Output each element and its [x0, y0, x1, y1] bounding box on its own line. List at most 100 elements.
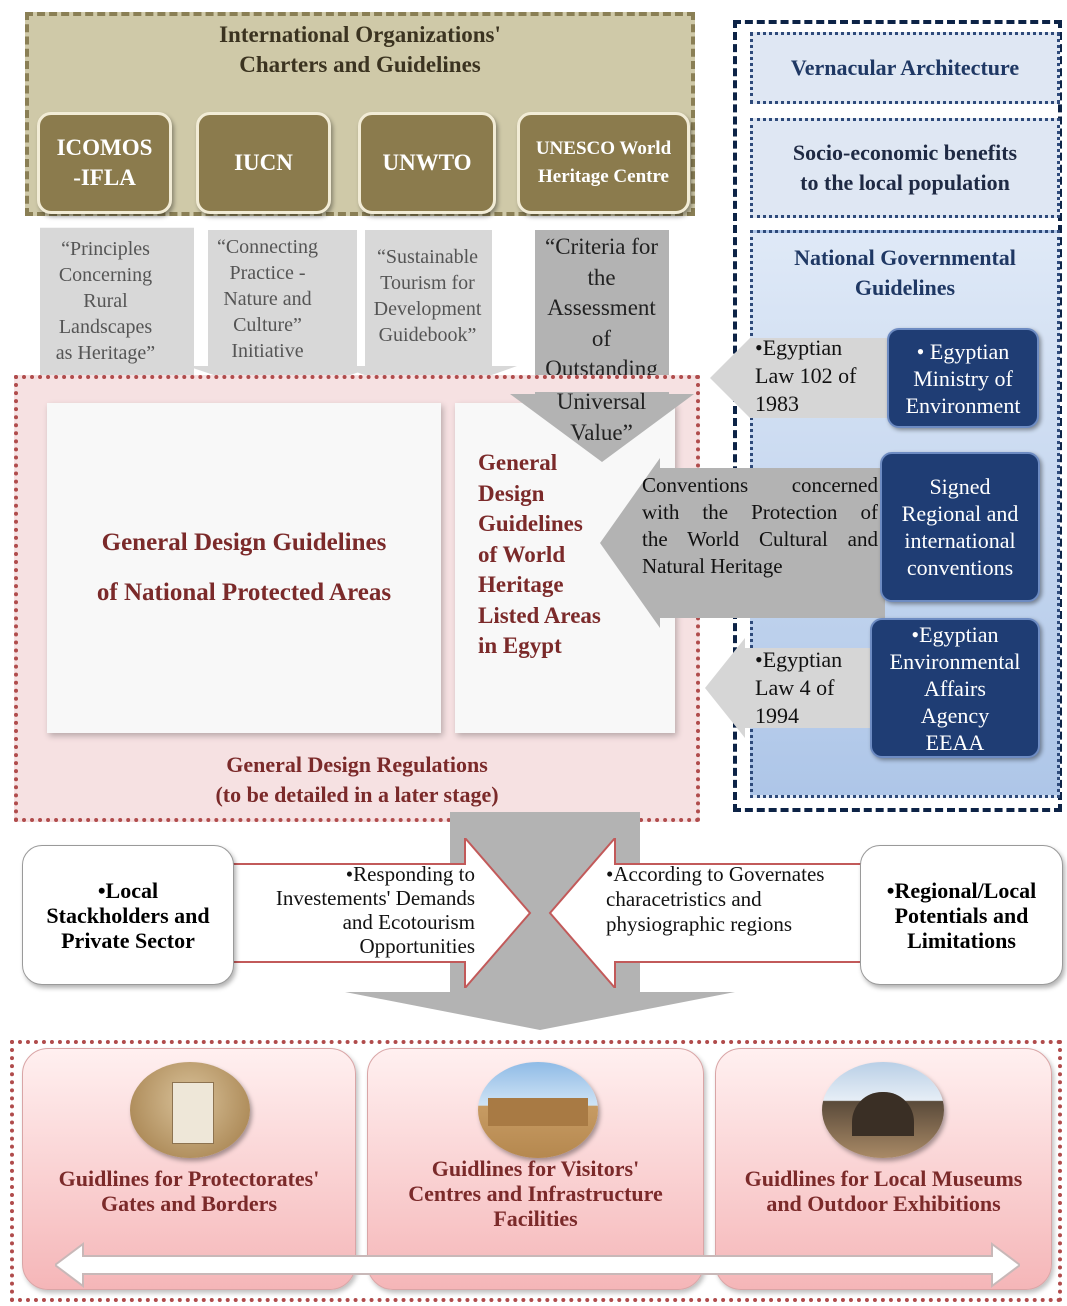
criteria-arrow-tip: [510, 392, 694, 462]
socio-economic-box: Socio-economic benefits to the local pop…: [750, 118, 1060, 218]
org-label: -IFLA: [73, 165, 136, 190]
stakeholders-line: •Local: [97, 877, 159, 903]
left-arrows-graphic: [600, 338, 890, 738]
eeaa-line: •Egyptian: [911, 621, 999, 647]
visitors-centres-label: Guidlines for Visitors' Centres and Infr…: [367, 1156, 704, 1231]
stakeholders-line: Stackholders and: [46, 902, 210, 928]
heritage-line: Listed Areas: [478, 602, 601, 628]
quote-line: “Sustainable: [376, 246, 479, 268]
guideline-line: Guidlines for Visitors': [431, 1156, 640, 1181]
national-line1: National Governmental: [794, 245, 1016, 270]
national-line2: Guidelines: [854, 275, 956, 300]
guideline-line: Guidlines for Protectorates': [58, 1166, 320, 1191]
down-arrows-graphic: [22, 227, 694, 464]
quote-line: of: [591, 325, 612, 351]
eeaa-button[interactable]: •Egyptian Environmental Affairs Agency E…: [870, 618, 1040, 758]
criteria-arrow-tip-shape: [510, 392, 694, 462]
conventions-line: Natural Heritage: [642, 554, 783, 578]
signed-line: international: [904, 528, 1016, 553]
governates-line: •According to Governates: [606, 862, 825, 886]
governates-text: •According to Governates characetristics…: [606, 862, 861, 937]
quote-line: “Connecting: [216, 236, 319, 258]
quote-connecting-practice: “Connecting Practice - Nature and Cultur…: [200, 234, 335, 364]
law102-arrow-shape: [710, 338, 890, 418]
potentials-line: Potentials and: [894, 902, 1029, 928]
law4-line: 1994: [755, 703, 799, 728]
local-museums-label: Guidlines for Local Museums and Outdoor …: [715, 1166, 1052, 1216]
heritage-line: Design: [478, 480, 545, 506]
org-unwto[interactable]: UNWTO: [358, 112, 496, 214]
quote-line: as Heritage”: [55, 342, 156, 364]
gate-photo: [130, 1062, 250, 1158]
eeaa-line: Agency: [920, 702, 990, 728]
heritage-line: General: [478, 450, 558, 475]
guideline-line: Guidlines for Local Museums: [744, 1166, 1023, 1191]
regulations-line2: (to be detailed in a later stage): [215, 782, 499, 807]
quote-line: Development: [373, 298, 482, 320]
local-stakeholders-card: •Local Stackholders and Private Sector: [22, 845, 234, 985]
double-arrow: [55, 1242, 1020, 1288]
quote-line: Practice -: [229, 262, 306, 284]
conventions-text: Conventions concerned with the Protectio…: [642, 472, 878, 580]
org-label: Heritage Centre: [537, 166, 669, 187]
law4-line: Law 4 of: [755, 675, 835, 700]
protectorates-gates-label: Guidlines for Protectorates' Gates and B…: [22, 1166, 356, 1216]
signed-line: Regional and: [901, 501, 1019, 526]
arrow-2-shape: [187, 230, 377, 398]
signed-conventions-button[interactable]: Signed Regional and international conven…: [880, 452, 1040, 602]
investments-line: •Responding to: [345, 862, 475, 886]
quote-line: Universal: [556, 389, 647, 414]
heritage-line: Heritage: [478, 572, 564, 597]
quote-line: Concerning: [58, 264, 153, 286]
law102-line: •Egyptian: [755, 335, 843, 360]
guideline-line: Centres and Infrastructure: [408, 1181, 663, 1206]
org-icomos-ifla[interactable]: ICOMOS -IFLA: [37, 112, 172, 214]
heritage-line: Guidelines: [478, 511, 583, 536]
quote-line: the: [587, 264, 616, 290]
quote-line: Initiative: [231, 340, 304, 362]
investments-line: Opportunities: [359, 934, 476, 958]
middle-arrows-graphic: [225, 838, 865, 988]
heritage-line: of World: [478, 541, 566, 567]
investments-line: Investements' Demands: [275, 886, 475, 910]
law4-arrow-shape: [705, 638, 890, 738]
left-pointing-arrow: [548, 838, 865, 988]
quote-line: Culture”: [233, 314, 302, 336]
conventions-line: Conventions concerned: [642, 473, 878, 497]
governates-line: characetristics and: [606, 887, 762, 911]
quote-line: Assessment: [547, 295, 656, 320]
world-heritage-text: General Design Guidelines of World Herit…: [478, 448, 648, 662]
intl-title-line1: International Organizations': [219, 22, 501, 47]
international-organizations-title: International Organizations' Charters an…: [25, 20, 695, 80]
quote-sustainable-tourism: “Sustainable Tourism for Development Gui…: [360, 244, 495, 348]
socio-line2: to the local population: [800, 170, 1010, 195]
heritage-line: in Egypt: [478, 633, 562, 658]
socio-line1: Socio-economic benefits: [792, 140, 1018, 165]
org-label: ICOMOS: [56, 135, 153, 160]
potentials-line: •Regional/Local: [886, 877, 1037, 903]
stakeholders-line: Private Sector: [61, 927, 195, 953]
investments-line: and Ecotourism: [342, 910, 475, 934]
ministry-line: Environment: [905, 392, 1021, 418]
visitors-centre-photo: [478, 1062, 598, 1158]
law-102-text: •Egyptian Law 102 of 1983: [755, 334, 885, 418]
org-label: IUCN: [234, 150, 293, 175]
eeaa-line: Affairs: [924, 675, 986, 701]
quote-line: Nature and: [223, 288, 312, 310]
protected-areas-line2: of National Protected Areas: [96, 579, 392, 606]
general-design-regulations-title: General Design Regulations (to be detail…: [14, 750, 700, 810]
vernacular-label: Vernacular Architecture: [790, 55, 1020, 80]
ministry-of-environment-button[interactable]: • Egyptian Ministry of Environment: [887, 328, 1039, 428]
arrow-3-shape: [340, 230, 517, 398]
guideline-line: Gates and Borders: [101, 1191, 277, 1216]
governates-line: physiographic regions: [606, 912, 793, 936]
org-label: UNWTO: [382, 150, 472, 175]
quote-line: “Principles: [61, 238, 150, 260]
org-iucn[interactable]: IUCN: [196, 112, 331, 214]
quote-line: Landscapes: [58, 316, 153, 338]
vernacular-architecture-box: Vernacular Architecture: [750, 32, 1060, 104]
org-unesco[interactable]: UNESCO World Heritage Centre: [517, 112, 690, 214]
law-4-text: •Egyptian Law 4 of 1994: [755, 646, 865, 730]
law102-line: 1983: [755, 391, 799, 416]
investments-demands-text: •Responding to Investements' Demands and…: [240, 862, 475, 958]
